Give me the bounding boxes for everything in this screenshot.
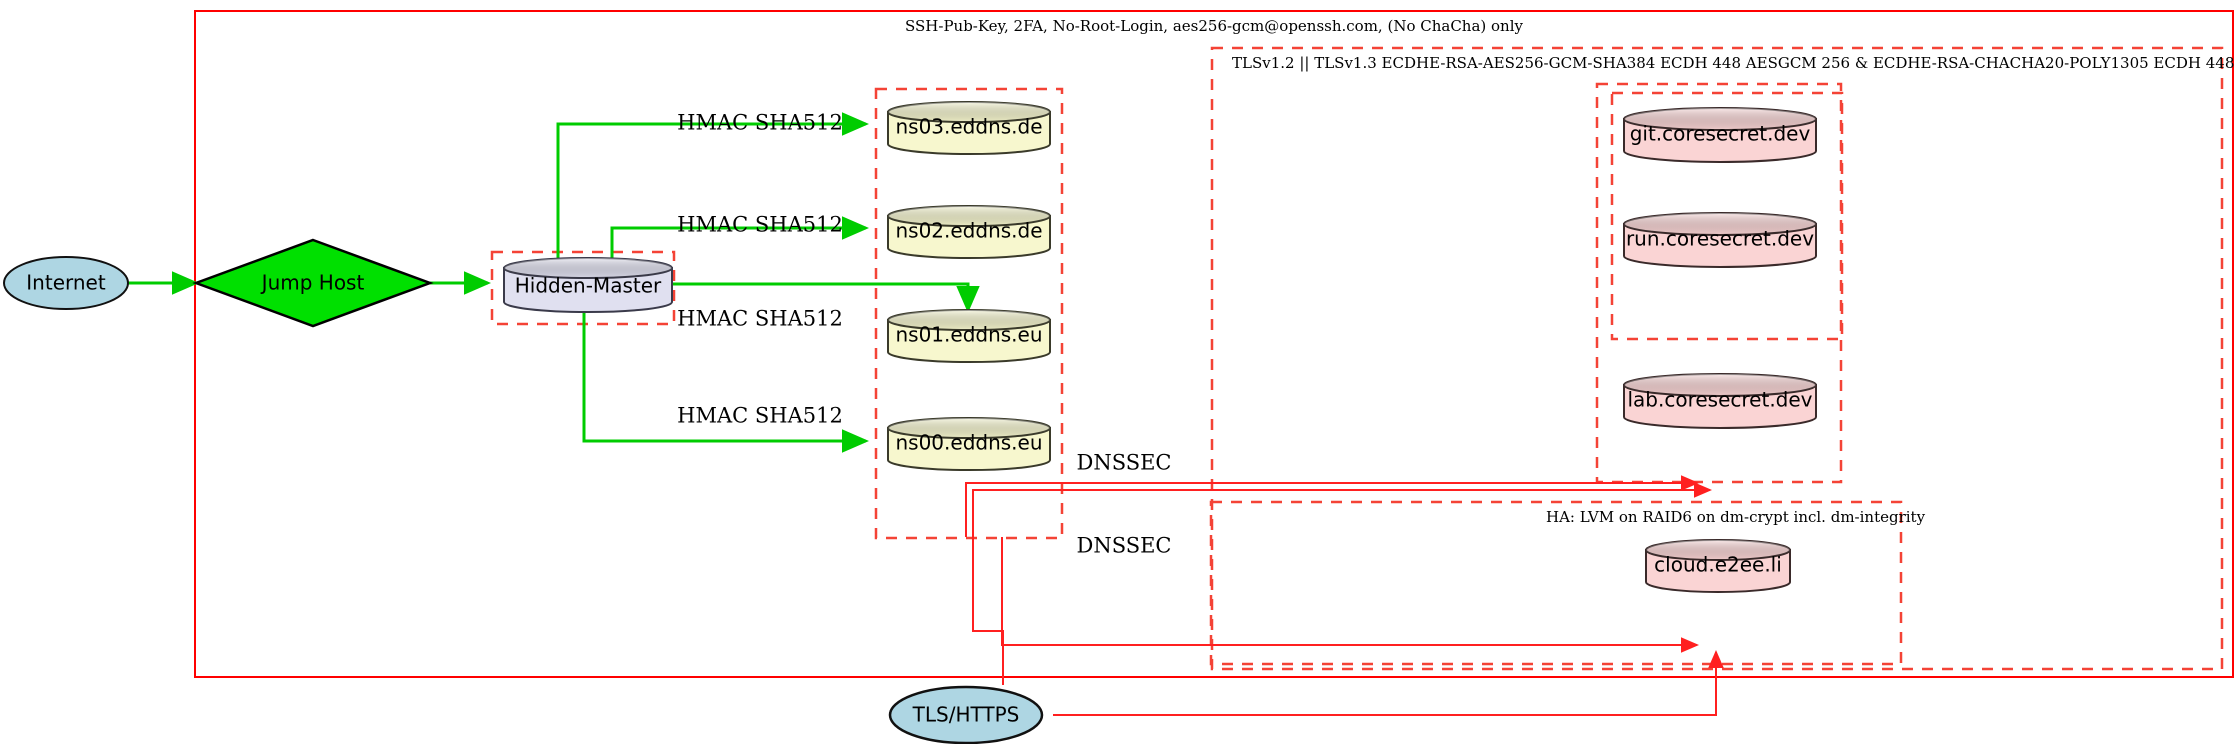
node-internet-label: Internet bbox=[26, 271, 106, 295]
node-ns02-label: ns02.eddns.de bbox=[895, 219, 1042, 243]
node-ns01[interactable]: ns01.eddns.eu bbox=[887, 309, 1051, 363]
edge-dnssec-bottom: DNSSEC bbox=[1001, 534, 1699, 653]
edge-dnssec-top: DNSSEC bbox=[965, 451, 1699, 537]
cluster-nameserver-zone bbox=[874, 87, 1064, 540]
edge-label-dnssec-top: DNSSEC bbox=[1076, 451, 1171, 475]
node-lab-coresecret-label: lab.coresecret.dev bbox=[1627, 388, 1812, 412]
node-git-coresecret-label: git.coresecret.dev bbox=[1630, 122, 1811, 146]
node-jump-host-label: Jump Host bbox=[260, 271, 365, 295]
edge-label-hmac-ns01: HMAC SHA512 bbox=[677, 307, 843, 331]
edge-hidden-master-to-ns02: HMAC SHA512 bbox=[610, 213, 869, 263]
cluster-ssh-zone: SSH-Pub-Key, 2FA, No-Root-Login, aes256-… bbox=[194, 10, 2234, 678]
node-hidden-master[interactable]: Hidden-Master bbox=[503, 257, 673, 313]
node-lab-coresecret[interactable]: lab.coresecret.dev bbox=[1623, 373, 1817, 429]
node-tls-https-label: TLS/HTTPS bbox=[912, 703, 1020, 727]
edge-label-hmac-ns03: HMAC SHA512 bbox=[677, 111, 843, 135]
edge-hidden-master-to-ns01: HMAC SHA512 bbox=[668, 282, 980, 331]
edge-tls-https-to-services bbox=[972, 482, 1712, 685]
node-git-coresecret[interactable]: git.coresecret.dev bbox=[1623, 107, 1817, 163]
cluster-tls-zone: TLSv1.2 || TLSv1.3 ECDHE-RSA-AES256-GCM-… bbox=[1210, 46, 2240, 671]
node-jump-host[interactable]: Jump Host bbox=[192, 238, 434, 328]
node-cloud-e2ee[interactable]: cloud.e2ee.li bbox=[1645, 539, 1791, 593]
node-ns02[interactable]: ns02.eddns.de bbox=[887, 205, 1051, 259]
edge-tls-https-to-cloud bbox=[1053, 650, 1724, 716]
node-ns01-label: ns01.eddns.eu bbox=[895, 323, 1042, 347]
node-run-coresecret[interactable]: run.coresecret.dev bbox=[1623, 212, 1817, 268]
cluster-ha-zone: HA: LVM on RAID6 on dm-crypt incl. dm-in… bbox=[1209, 500, 1926, 666]
node-tls-https[interactable]: TLS/HTTPS bbox=[888, 685, 1044, 744]
node-ns00-label: ns00.eddns.eu bbox=[895, 431, 1042, 455]
node-internet[interactable]: Internet bbox=[3, 256, 129, 310]
cluster-ssh-zone-label: SSH-Pub-Key, 2FA, No-Root-Login, aes256-… bbox=[905, 17, 1524, 35]
cluster-tls-zone-label: TLSv1.2 || TLSv1.3 ECDHE-RSA-AES256-GCM-… bbox=[1232, 54, 2240, 72]
node-cloud-e2ee-label: cloud.e2ee.li bbox=[1654, 553, 1782, 577]
node-ns03-label: ns03.eddns.de bbox=[895, 115, 1042, 139]
node-ns03[interactable]: ns03.eddns.de bbox=[887, 101, 1051, 155]
edge-hidden-master-to-ns03: HMAC SHA512 bbox=[556, 111, 869, 263]
node-ns00[interactable]: ns00.eddns.eu bbox=[887, 417, 1051, 471]
cluster-gitrun-zone bbox=[1610, 91, 1844, 341]
node-hidden-master-label: Hidden-Master bbox=[515, 274, 662, 298]
node-run-coresecret-label: run.coresecret.dev bbox=[1626, 227, 1814, 251]
edge-hidden-master-to-ns00: HMAC SHA512 bbox=[582, 306, 869, 453]
edge-label-dnssec-bottom: DNSSEC bbox=[1076, 534, 1171, 558]
cluster-ha-zone-label: HA: LVM on RAID6 on dm-crypt incl. dm-in… bbox=[1546, 508, 1926, 526]
edge-label-hmac-ns02: HMAC SHA512 bbox=[677, 213, 843, 237]
edge-label-hmac-ns00: HMAC SHA512 bbox=[677, 404, 843, 428]
